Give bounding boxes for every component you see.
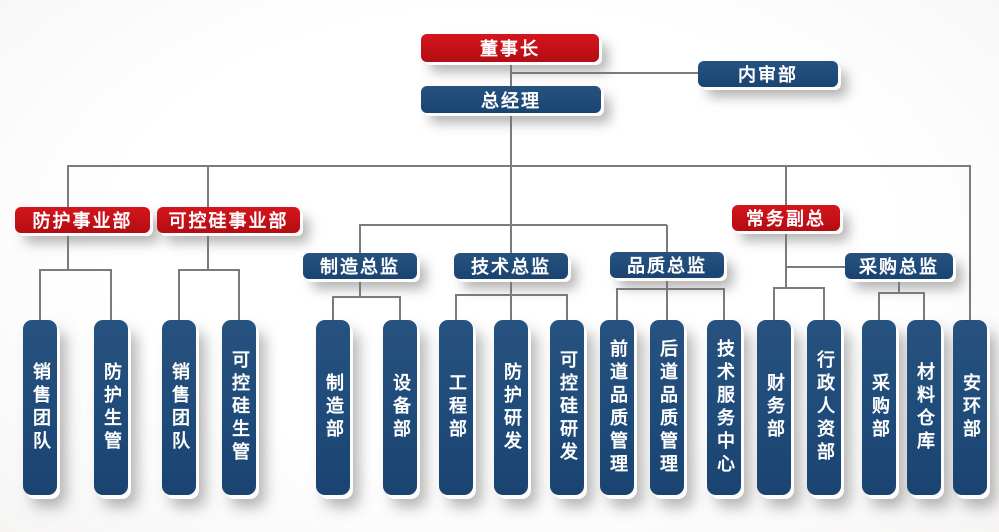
connector	[786, 266, 845, 268]
connector	[359, 225, 361, 253]
node-material-warehouse: 材料仓库	[907, 320, 941, 495]
node-label: 财务部	[764, 373, 785, 442]
connector	[511, 72, 698, 74]
node-label: 董事长	[480, 39, 540, 60]
connector	[510, 113, 512, 253]
connector	[666, 288, 668, 320]
connector	[359, 279, 361, 298]
node-purchasing-dept: 采购部	[862, 320, 896, 495]
connector	[823, 287, 825, 320]
node-label: 销售团队	[169, 361, 190, 454]
node-technology-director: 技术总监	[454, 253, 568, 279]
connector	[969, 166, 971, 320]
node-label: 防护生管	[101, 361, 122, 454]
connector	[566, 294, 568, 320]
node-protection-production: 防护生管	[94, 320, 128, 495]
node-label: 后道品质管理	[657, 338, 678, 477]
connector	[785, 231, 787, 289]
node-label: 可控硅研发	[557, 350, 578, 465]
node-purchasing-director: 采购总监	[845, 253, 953, 279]
node-sales-team-2: 销售团队	[162, 320, 196, 495]
connector	[399, 296, 401, 320]
node-label: 总经理	[481, 90, 541, 112]
node-protection-division: 防护事业部	[15, 207, 150, 233]
connector	[878, 292, 925, 294]
connector	[39, 269, 112, 271]
node-label: 材料仓库	[914, 361, 935, 454]
node-sales-team-1: 销售团队	[23, 320, 57, 495]
node-front-process-quality: 前道品质管理	[600, 320, 634, 495]
connector	[332, 296, 334, 320]
node-label: 安环部	[960, 373, 981, 442]
node-label: 制造部	[323, 373, 344, 442]
node-internal-audit: 内审部	[698, 61, 838, 87]
node-manufacturing-director: 制造总监	[303, 253, 417, 279]
node-label: 行政人资部	[814, 350, 835, 465]
node-manufacturing-dept: 制造部	[316, 320, 350, 495]
connector	[455, 294, 457, 320]
node-label: 销售团队	[30, 361, 51, 454]
connector	[207, 166, 209, 207]
node-label: 品质总监	[627, 256, 707, 277]
node-quality-director: 品质总监	[610, 252, 724, 278]
connector	[39, 269, 41, 320]
node-scr-production: 可控硅生管	[222, 320, 256, 495]
node-safety-env-dept: 安环部	[953, 320, 987, 495]
connector	[898, 279, 900, 293]
connector	[67, 233, 69, 271]
node-label: 技术服务中心	[714, 338, 735, 477]
connector	[878, 292, 880, 320]
node-label: 常务副总	[746, 209, 826, 230]
connector	[666, 225, 668, 253]
node-label: 防护研发	[501, 361, 522, 454]
node-label: 内审部	[738, 65, 798, 86]
node-label: 采购部	[869, 373, 890, 442]
node-label: 前道品质管理	[607, 338, 628, 477]
connector	[110, 269, 112, 320]
node-equipment-dept: 设备部	[383, 320, 417, 495]
node-label: 可控硅事业部	[168, 211, 289, 232]
node-engineering-dept: 工程部	[439, 320, 473, 495]
connector	[616, 288, 618, 320]
connector	[773, 287, 825, 289]
connector	[510, 62, 512, 87]
node-finance-dept: 财务部	[757, 320, 791, 495]
node-protection-rd: 防护研发	[494, 320, 528, 495]
connector	[178, 269, 180, 320]
node-label: 可控硅生管	[229, 350, 250, 465]
node-label: 工程部	[446, 373, 467, 442]
connector	[773, 287, 775, 320]
connector	[359, 224, 667, 226]
connector	[510, 279, 512, 296]
node-executive-vp: 常务副总	[732, 205, 840, 231]
node-label: 制造总监	[320, 257, 400, 278]
connector	[785, 166, 787, 205]
connector	[67, 166, 69, 207]
connector	[207, 233, 209, 271]
node-label: 防护事业部	[32, 211, 133, 232]
connector	[178, 269, 240, 271]
node-admin-hr-dept: 行政人资部	[807, 320, 841, 495]
node-back-process-quality: 后道品质管理	[650, 320, 684, 495]
node-label: 设备部	[390, 373, 411, 442]
connector	[238, 269, 240, 320]
connector	[723, 288, 725, 320]
node-label: 采购总监	[859, 257, 939, 278]
node-tech-service-center: 技术服务中心	[707, 320, 741, 495]
node-scr-rd: 可控硅研发	[550, 320, 584, 495]
connector	[332, 296, 401, 298]
node-label: 技术总监	[471, 257, 551, 278]
node-general-manager: 总经理	[421, 86, 601, 113]
connector	[616, 288, 725, 290]
connector	[67, 165, 971, 167]
connector	[510, 294, 512, 320]
connector	[666, 279, 668, 290]
node-chairman: 董事长	[421, 34, 599, 62]
connector	[923, 292, 925, 320]
node-scr-division: 可控硅事业部	[157, 207, 300, 233]
